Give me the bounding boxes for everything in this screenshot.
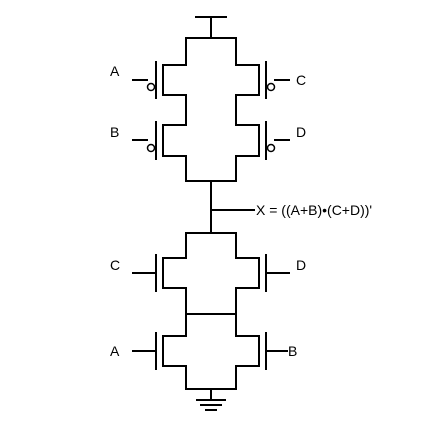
pull-up-network [132, 37, 290, 182]
label-nmos-d: D [296, 257, 306, 273]
nmos-transistor-c [132, 254, 187, 292]
nmos-transistor-b [235, 332, 288, 370]
output-node [210, 180, 255, 234]
pmos-transistor-c [235, 61, 290, 99]
label-pmos-a: A [110, 63, 120, 79]
nmos-transistor-a [132, 332, 187, 370]
pmos-transistor-a [132, 61, 187, 99]
label-nmos-c: C [110, 257, 120, 273]
label-nmos-b: B [288, 343, 297, 359]
ground-icon [196, 388, 226, 411]
pmos-transistor-b [132, 121, 187, 160]
vdd-bar-icon [195, 16, 227, 39]
output-expression: X = ((A+B)•(C+D))' [256, 202, 372, 218]
pmos-transistor-d [235, 121, 290, 160]
label-pmos-d: D [296, 124, 306, 140]
label-pmos-c: C [296, 72, 306, 88]
nmos-transistor-d [235, 254, 290, 292]
label-nmos-a: A [110, 343, 120, 359]
pull-down-network [132, 232, 290, 390]
label-pmos-b: B [110, 124, 119, 140]
